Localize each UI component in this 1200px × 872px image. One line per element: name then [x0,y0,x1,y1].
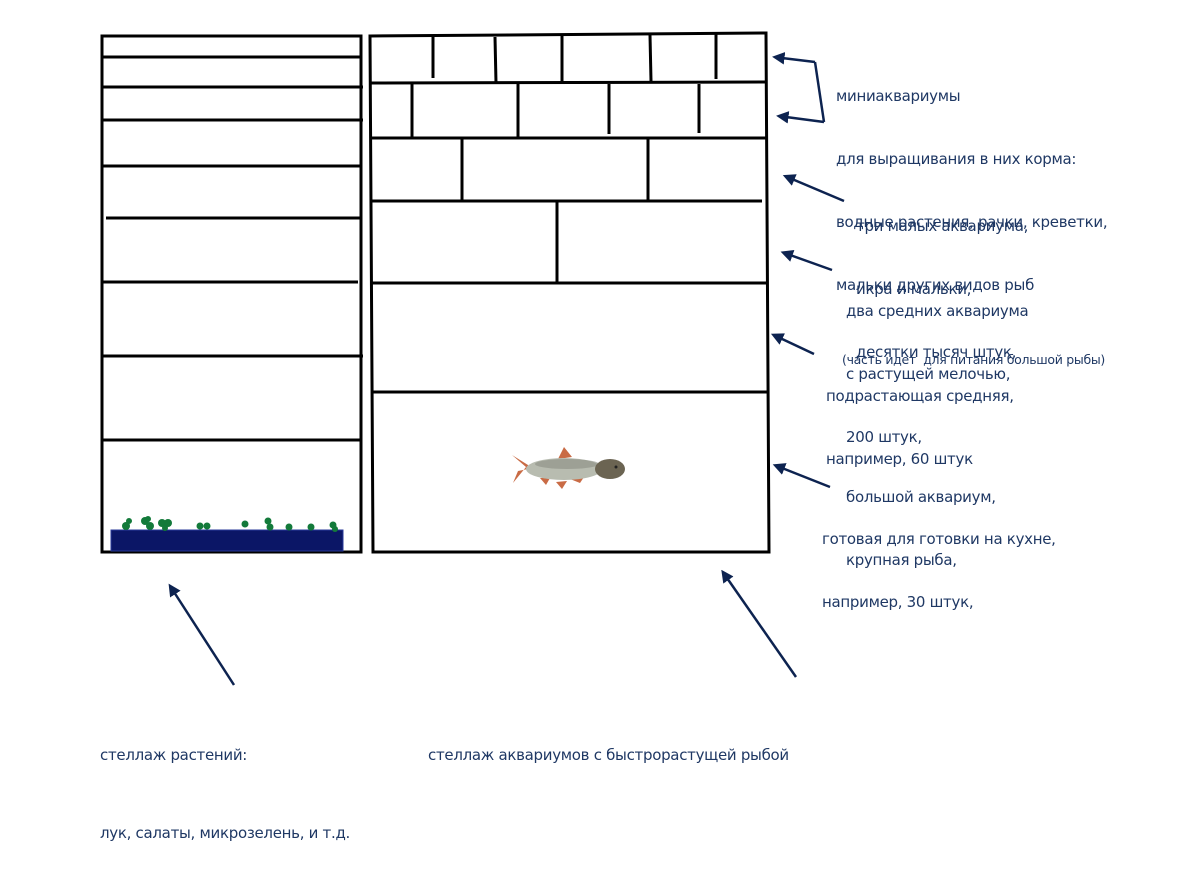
fish-lower-fin [540,478,550,485]
tank-divider [493,36,498,84]
microgreens-tray [110,516,344,552]
annotation-line: три малых аквариума, [856,217,1029,235]
fish-back [535,459,599,469]
annotation-line: крупная рыба, [846,551,957,569]
annotation-large-aquarium-cont: готовая для готовки на кухне, например, … [822,487,1056,634]
annotation-medium-aquariums: два средних аквариума с растущей мелочью… [846,259,1029,469]
annotation-medium-note: (часть идет для питания большой рыбы) [842,320,1105,384]
caption-line: лук, салаты, микрозелень, и т.д. [100,824,350,842]
fish-tail [512,455,528,483]
annotation-line: для выращивания в них корма: [836,150,1077,168]
arrow-mini-top [772,52,816,65]
arrow-mini-connector [813,61,826,123]
sprout [122,522,130,530]
plant-rack-caption: стеллаж растений: лук, салаты, микрозеле… [100,690,350,872]
sprout [332,526,338,532]
caption-line: стеллаж аквариумов с быстрорастущей рыбо… [428,746,789,764]
diagram-canvas [100,31,845,686]
annotation-line: например, 30 штук, [822,593,974,611]
annotation-line: например, 60 штук [826,450,973,468]
aquarium-rack-frame [368,31,771,554]
fish-head [595,459,625,479]
sprout [164,519,172,527]
annotation-line: 200 штук, [846,428,922,446]
arrow-plant-rack [168,583,236,686]
sprout [285,523,293,531]
sprout [145,516,151,522]
tank-divider [648,34,653,82]
sprout [307,523,315,531]
annotation-line: большой аквариум, [846,488,996,506]
annotation-line: водные растения, рачки, креветки, [836,213,1108,231]
row-divider [369,80,767,85]
arrow-small-tanks [782,174,845,203]
plant-rack-frame [100,34,363,554]
arrow-aquarium-rack [721,569,798,678]
sprout [264,517,272,525]
annotation-line: с растущей мелочью, [846,365,1011,383]
annotation-small-aquariums: три малых аквариума, икра и мальки, деся… [856,174,1028,384]
sprout [196,522,204,530]
annotation-large-aquarium: большой аквариум, крупная рыба, [846,445,996,592]
arrow-mini-bottom [776,111,825,124]
sprout [146,522,154,530]
annotation-line: икра и мальки, [856,280,972,298]
annotation-line: десятки тысяч штук, [856,343,1017,361]
aquarium-rack-caption: стеллаж аквариумов с быстрорастущей рыбо… [428,690,789,794]
plant-sprouts [122,516,338,532]
sprout [158,519,166,527]
sprout [266,523,274,531]
caption-line: стеллаж растений: [100,746,248,764]
sprout [241,520,249,528]
tray [110,529,344,552]
sprout [203,522,211,530]
annotation-line: два средних аквариума [846,302,1029,320]
aquarium-rack [368,31,771,554]
fish-dorsal-fin [558,447,572,459]
arrows [168,52,845,686]
arrow-medium-tanks [780,249,833,272]
arrow-large-tank [772,463,831,489]
annotation-growing-aquarium: подрастающая средняя, например, 60 штук [826,344,1014,491]
annotation-line: (часть идет для питания большой рыбы) [842,352,1106,367]
sprout [126,518,132,524]
annotation-line: мальки других видов рыб [836,276,1035,294]
plant-rack [100,34,363,554]
fish-lower-fin [556,481,567,489]
annotation-line: миниаквариумы [836,87,961,105]
fish-icon [512,447,625,489]
sprout [162,525,168,531]
annotation-line: подрастающая средняя, [826,387,1014,405]
annotation-line: готовая для готовки на кухне, [822,530,1056,548]
fish-eye [614,465,618,469]
arrow-growing-tank [770,333,815,356]
annotation-mini-aquariums: миниаквариумы для выращивания в них корм… [836,44,1108,317]
